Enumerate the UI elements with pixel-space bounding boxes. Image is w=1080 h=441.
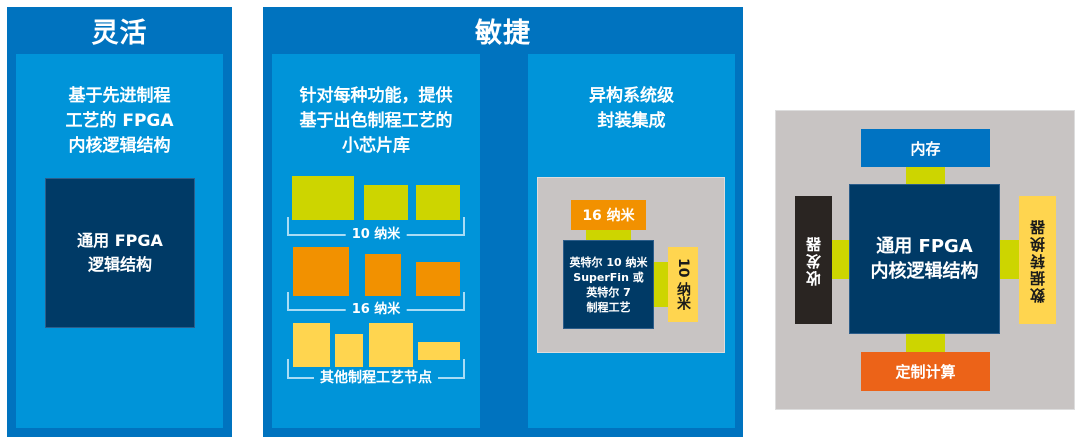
generic-fpga-fabric-box: 通用 FPGA 逻辑结构 [45, 178, 195, 328]
label-16nm: 16 纳米 [345, 301, 407, 319]
fpga-core-fabric-label: 通用 FPGA 内核逻辑结构 [870, 236, 979, 282]
package-connector-right [654, 262, 668, 307]
memory-block: 内存 [861, 129, 990, 167]
package-chiplet-10nm: 10 纳米 [668, 247, 698, 322]
memory-label: 内存 [910, 139, 941, 158]
label-10nm: 10 纳米 [345, 226, 407, 244]
data-converter-block: 数据转换器 [1019, 196, 1056, 324]
chiplet-16nm-3 [416, 262, 460, 296]
agile-title: 敏捷 [475, 18, 531, 49]
custom-compute-label: 定制计算 [895, 363, 956, 381]
flexible-title: 灵活 [91, 18, 148, 49]
chiplet-16nm-2 [365, 254, 401, 296]
fpga-core-fabric: 通用 FPGA 内核逻辑结构 [849, 184, 1000, 334]
integration-subtitle: 异构系统级 封装集成 [589, 86, 674, 131]
bracket-other: 其他制程工艺节点 [287, 359, 465, 387]
bracket-10nm: 10 纳米 [287, 217, 465, 244]
data-converter-label: 数据转换器 [1029, 217, 1047, 303]
package-main-die: 英特尔 10 纳米 SuperFin 或 英特尔 7 制程工艺 [563, 240, 654, 329]
chiplet-other-2 [335, 334, 363, 367]
package-connector-top [586, 230, 631, 240]
transceiver-block: 收发器 [795, 196, 832, 324]
chiplet-16nm-1 [293, 247, 349, 296]
flexible-subtitle: 基于先进制程 工艺的 FPGA 内核逻辑结构 [65, 86, 174, 156]
package-chiplet-10nm-label: 10 纳米 [675, 258, 691, 311]
package-chiplet-16nm-label: 16 纳米 [582, 208, 635, 224]
chiplet-other-3 [369, 323, 413, 367]
chiplet-library-subtitle: 针对每种功能，提供 基于出色制程工艺的 小芯片库 [299, 86, 453, 156]
custom-compute-block: 定制计算 [861, 352, 990, 391]
connector-bottom [906, 334, 945, 352]
generic-fpga-fabric-label: 通用 FPGA 逻辑结构 [77, 231, 163, 274]
chiplet-10nm-1 [292, 176, 354, 220]
connector-right [1000, 240, 1019, 279]
package-chiplet-16nm: 16 纳米 [571, 200, 646, 230]
connector-top [906, 167, 945, 184]
bracket-16nm: 16 纳米 [287, 292, 465, 319]
package-main-die-label: 英特尔 10 纳米 SuperFin 或 英特尔 7 制程工艺 [569, 255, 648, 314]
chiplet-other-1 [293, 323, 330, 367]
chiplet-other-4 [418, 342, 460, 360]
label-other-nodes: 其他制程工艺节点 [314, 369, 438, 387]
chiplet-10nm-3 [416, 185, 460, 220]
chiplet-10nm-2 [364, 185, 408, 220]
connector-left [832, 240, 849, 279]
transceiver-label: 收发器 [805, 234, 823, 286]
